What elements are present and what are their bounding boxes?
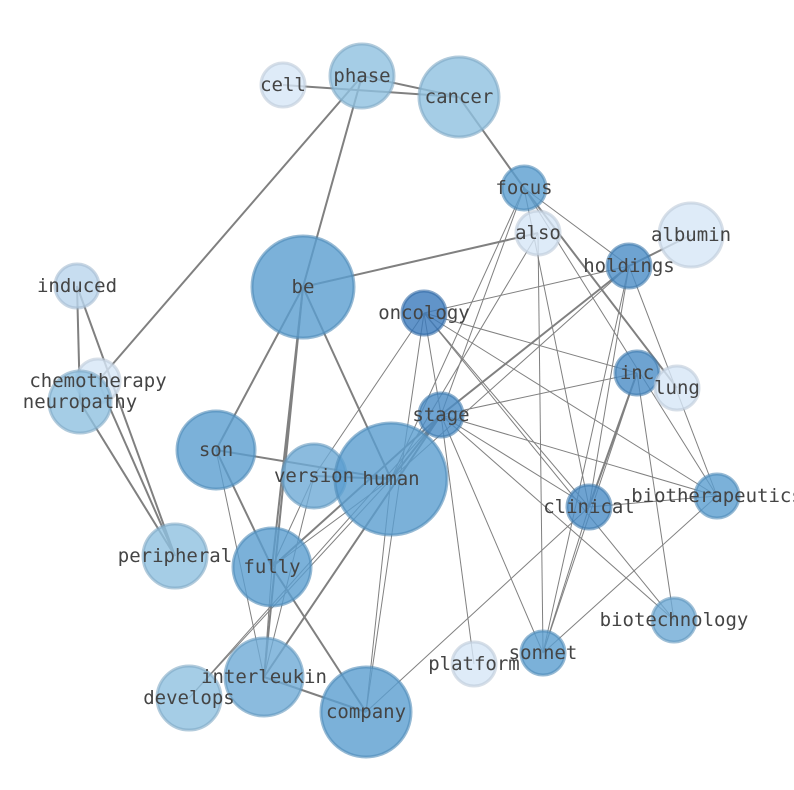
edge-stage-platform xyxy=(440,414,475,665)
edge-holdings-sonnet xyxy=(542,265,630,654)
node-label-oncology: oncology xyxy=(378,302,470,324)
node-label-cancer: cancer xyxy=(425,86,494,108)
edge-clinical-sonnet xyxy=(542,506,590,654)
node-lung[interactable] xyxy=(653,364,701,412)
edge-oncology-inc xyxy=(423,312,638,374)
node-label-company: company xyxy=(326,701,406,723)
node-induced[interactable] xyxy=(53,262,101,310)
node-label-develops: develops xyxy=(143,687,235,709)
node-label-interleukin: interleukin xyxy=(201,666,327,688)
node-sonnet[interactable] xyxy=(519,629,567,677)
node-label-fully: fully xyxy=(243,556,300,578)
node-fully[interactable] xyxy=(231,526,313,608)
edge-also-sonnet xyxy=(537,232,544,654)
edge-induced-peripheral xyxy=(76,285,176,557)
edge-inc-biotechnology xyxy=(636,372,675,621)
node-label-focus: focus xyxy=(495,177,552,199)
node-interleukin[interactable] xyxy=(223,636,305,718)
node-label-induced: induced xyxy=(37,275,117,297)
edge-focus-stage xyxy=(440,187,525,416)
node-neuropathy[interactable] xyxy=(47,369,113,435)
node-label-biotechnology: biotechnology xyxy=(600,609,749,631)
node-label-sonnet: sonnet xyxy=(509,642,578,664)
node-label-cell: cell xyxy=(260,74,306,96)
edge-stage-biotherapeutics xyxy=(440,414,718,497)
node-company[interactable] xyxy=(319,665,413,759)
edge-oncology-biotechnology xyxy=(423,312,675,621)
node-be[interactable] xyxy=(250,234,356,340)
edge-holdings-oncology xyxy=(423,265,630,314)
node-label-lung: lung xyxy=(654,377,700,399)
node-holdings[interactable] xyxy=(605,242,653,290)
node-label-phase: phase xyxy=(333,65,390,87)
edge-phase-chemotherapy xyxy=(97,75,363,382)
node-biotechnology[interactable] xyxy=(650,596,698,644)
edge-oncology-biotherapeutics xyxy=(423,312,718,497)
node-cell[interactable] xyxy=(259,61,307,109)
node-phase[interactable] xyxy=(328,42,396,110)
edge-stage-sonnet xyxy=(440,414,544,654)
edge-stage-clinical xyxy=(440,414,590,508)
node-label-albumin: albumin xyxy=(651,224,731,246)
node-label-be: be xyxy=(292,276,315,298)
node-label-holdings: holdings xyxy=(583,255,675,277)
node-label-clinical: clinical xyxy=(543,496,635,518)
edge-oncology-clinical xyxy=(423,312,590,508)
edge-biotherapeutics-sonnet xyxy=(542,495,718,654)
node-cancer[interactable] xyxy=(417,55,501,139)
node-label-neuropathy: neuropathy xyxy=(23,391,137,413)
node-label-son: son xyxy=(199,439,233,461)
edge-inc-stage xyxy=(440,372,638,416)
node-peripheral[interactable] xyxy=(141,522,209,590)
node-son[interactable] xyxy=(175,409,257,491)
node-human[interactable] xyxy=(333,421,449,537)
node-also[interactable] xyxy=(514,209,562,257)
node-label-version: version xyxy=(274,465,354,487)
node-clinical[interactable] xyxy=(565,483,613,531)
node-develops[interactable] xyxy=(155,664,223,732)
node-label-inc: inc xyxy=(620,362,654,384)
node-label-biotherapeutics: biotherapeutics xyxy=(631,485,794,507)
edge-clinical-company xyxy=(365,506,590,713)
node-label-peripheral: peripheral xyxy=(118,545,232,567)
node-albumin[interactable] xyxy=(657,201,725,269)
node-label-platform: platform xyxy=(428,653,520,675)
node-focus[interactable] xyxy=(500,164,548,212)
node-label-also: also xyxy=(515,222,561,244)
node-biotherapeutics[interactable] xyxy=(693,472,741,520)
edge-stage-biotechnology xyxy=(440,414,675,621)
edge-holdings-clinical xyxy=(588,265,630,508)
node-label-stage: stage xyxy=(412,404,469,426)
node-stage[interactable] xyxy=(417,391,465,439)
label-layer: cell phase cancer focus also albumin holdings i… xyxy=(23,65,794,723)
edge-holdings-stage xyxy=(440,265,630,416)
node-label-chemotherapy: chemotherapy xyxy=(29,370,166,392)
node-label-human: human xyxy=(362,468,419,490)
node-oncology[interactable] xyxy=(400,289,448,337)
node-layer xyxy=(47,42,741,759)
node-platform[interactable] xyxy=(450,640,498,688)
